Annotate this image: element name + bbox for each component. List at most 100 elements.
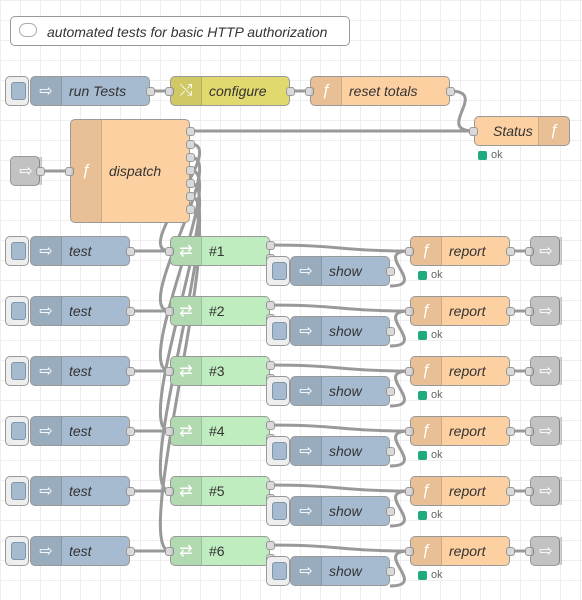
function-node-dispatch[interactable]: ƒ dispatch bbox=[65, 119, 195, 223]
link-in-node[interactable]: ⇨ bbox=[10, 156, 45, 186]
switch-node[interactable]: ⇄ #6 bbox=[165, 536, 275, 566]
switch-node[interactable]: ⇄ #5 bbox=[165, 476, 275, 506]
inject-node-test[interactable]: ⇨ test bbox=[30, 476, 135, 506]
function-node-report[interactable]: ƒ report bbox=[405, 476, 515, 506]
input-port[interactable] bbox=[469, 127, 478, 136]
output-port[interactable] bbox=[386, 447, 395, 456]
output-port[interactable] bbox=[506, 367, 515, 376]
wire-13[interactable] bbox=[269, 303, 411, 313]
output-port-6[interactable] bbox=[186, 192, 195, 201]
input-port[interactable] bbox=[165, 247, 174, 256]
debug-toggle-show[interactable] bbox=[266, 436, 290, 466]
debug-toggle-show[interactable] bbox=[266, 316, 290, 346]
output-port-2[interactable] bbox=[186, 140, 195, 149]
input-port[interactable] bbox=[165, 427, 174, 436]
input-port[interactable] bbox=[525, 547, 534, 556]
output-port[interactable] bbox=[386, 267, 395, 276]
output-port[interactable] bbox=[386, 507, 395, 516]
wire-7[interactable] bbox=[269, 243, 411, 253]
inject-node-run-tests[interactable]: ⇨ run Tests bbox=[30, 76, 155, 106]
wire-25[interactable] bbox=[269, 423, 411, 433]
output-port[interactable] bbox=[386, 387, 395, 396]
output-port[interactable] bbox=[506, 307, 515, 316]
output-port[interactable] bbox=[506, 547, 515, 556]
inject-button-test[interactable] bbox=[5, 296, 29, 326]
input-port[interactable] bbox=[525, 367, 534, 376]
output-port[interactable] bbox=[126, 247, 135, 256]
output-port[interactable] bbox=[506, 247, 515, 256]
output-port[interactable] bbox=[126, 487, 135, 496]
output-port-7[interactable] bbox=[186, 205, 195, 214]
inject-node-test[interactable]: ⇨ test bbox=[30, 416, 135, 446]
inject-button-run-tests[interactable] bbox=[5, 76, 29, 106]
input-port[interactable] bbox=[405, 367, 414, 376]
output-port-1[interactable] bbox=[266, 301, 275, 310]
function-node-status[interactable]: Status ƒ bbox=[469, 116, 570, 146]
input-port[interactable] bbox=[65, 167, 74, 176]
input-port[interactable] bbox=[525, 247, 534, 256]
output-port[interactable] bbox=[386, 567, 395, 576]
function-node-reset-totals[interactable]: ƒ reset totals bbox=[305, 76, 455, 106]
inject-node-show[interactable]: ⇨ show bbox=[290, 436, 395, 466]
output-port-5[interactable] bbox=[186, 179, 195, 188]
input-port[interactable] bbox=[165, 367, 174, 376]
output-port[interactable] bbox=[506, 487, 515, 496]
wire-21[interactable] bbox=[389, 369, 411, 408]
output-port[interactable] bbox=[506, 427, 515, 436]
input-port[interactable] bbox=[405, 307, 414, 316]
comment-node[interactable]: automated tests for basic HTTP authoriza… bbox=[10, 16, 350, 46]
inject-node-show[interactable]: ⇨ show bbox=[290, 376, 395, 406]
inject-node-show[interactable]: ⇨ show bbox=[290, 316, 395, 346]
input-port[interactable] bbox=[405, 487, 414, 496]
output-port[interactable] bbox=[126, 427, 135, 436]
input-port[interactable] bbox=[305, 87, 314, 96]
debug-toggle-show[interactable] bbox=[266, 496, 290, 526]
input-port[interactable] bbox=[405, 547, 414, 556]
wire-33[interactable] bbox=[389, 489, 411, 528]
output-port[interactable] bbox=[286, 87, 295, 96]
input-port[interactable] bbox=[165, 487, 174, 496]
output-port[interactable] bbox=[146, 87, 155, 96]
switch-node[interactable]: ⇄ #4 bbox=[165, 416, 275, 446]
switch-node[interactable]: ⇄ #1 bbox=[165, 236, 275, 266]
inject-node-test[interactable]: ⇨ test bbox=[30, 296, 135, 326]
inject-button-test[interactable] bbox=[5, 356, 29, 386]
wire-27[interactable] bbox=[389, 429, 411, 468]
output-port[interactable] bbox=[446, 87, 455, 96]
wire-17[interactable] bbox=[158, 168, 202, 373]
debug-toggle-show[interactable] bbox=[266, 556, 290, 586]
link-out-node[interactable]: ⇨ bbox=[525, 536, 562, 566]
output-port-1[interactable] bbox=[266, 361, 275, 370]
output-port[interactable] bbox=[386, 327, 395, 336]
wire-37[interactable] bbox=[269, 543, 411, 553]
link-out-node[interactable]: ⇨ bbox=[525, 476, 562, 506]
output-port-3[interactable] bbox=[186, 153, 195, 162]
wire-29[interactable] bbox=[159, 194, 201, 493]
wire-39[interactable] bbox=[389, 549, 411, 588]
output-port[interactable] bbox=[126, 307, 135, 316]
link-out-node[interactable]: ⇨ bbox=[525, 356, 562, 386]
inject-node-show[interactable]: ⇨ show bbox=[290, 556, 395, 586]
wire-15[interactable] bbox=[389, 309, 411, 348]
change-node-configure[interactable]: ⤭ configure bbox=[165, 76, 295, 106]
function-node-report[interactable]: ƒ report bbox=[405, 536, 515, 566]
wire-9[interactable] bbox=[389, 249, 411, 288]
inject-node-show[interactable]: ⇨ show bbox=[290, 256, 395, 286]
output-port-1[interactable] bbox=[266, 421, 275, 430]
wire-11[interactable] bbox=[158, 155, 202, 313]
inject-button-test[interactable] bbox=[5, 236, 29, 266]
input-port[interactable] bbox=[405, 427, 414, 436]
function-node-report[interactable]: ƒ report bbox=[405, 356, 515, 386]
inject-node-test[interactable]: ⇨ test bbox=[30, 236, 135, 266]
wire-31[interactable] bbox=[269, 483, 411, 493]
output-port[interactable] bbox=[126, 367, 135, 376]
link-out-node[interactable]: ⇨ bbox=[525, 296, 562, 326]
output-port-1[interactable] bbox=[266, 541, 275, 550]
wire-2[interactable] bbox=[449, 89, 475, 133]
link-out-node[interactable]: ⇨ bbox=[525, 416, 562, 446]
function-node-report[interactable]: ƒ report bbox=[405, 416, 515, 446]
inject-button-test[interactable] bbox=[5, 476, 29, 506]
input-port[interactable] bbox=[165, 547, 174, 556]
output-port[interactable] bbox=[126, 547, 135, 556]
input-port[interactable] bbox=[525, 307, 534, 316]
